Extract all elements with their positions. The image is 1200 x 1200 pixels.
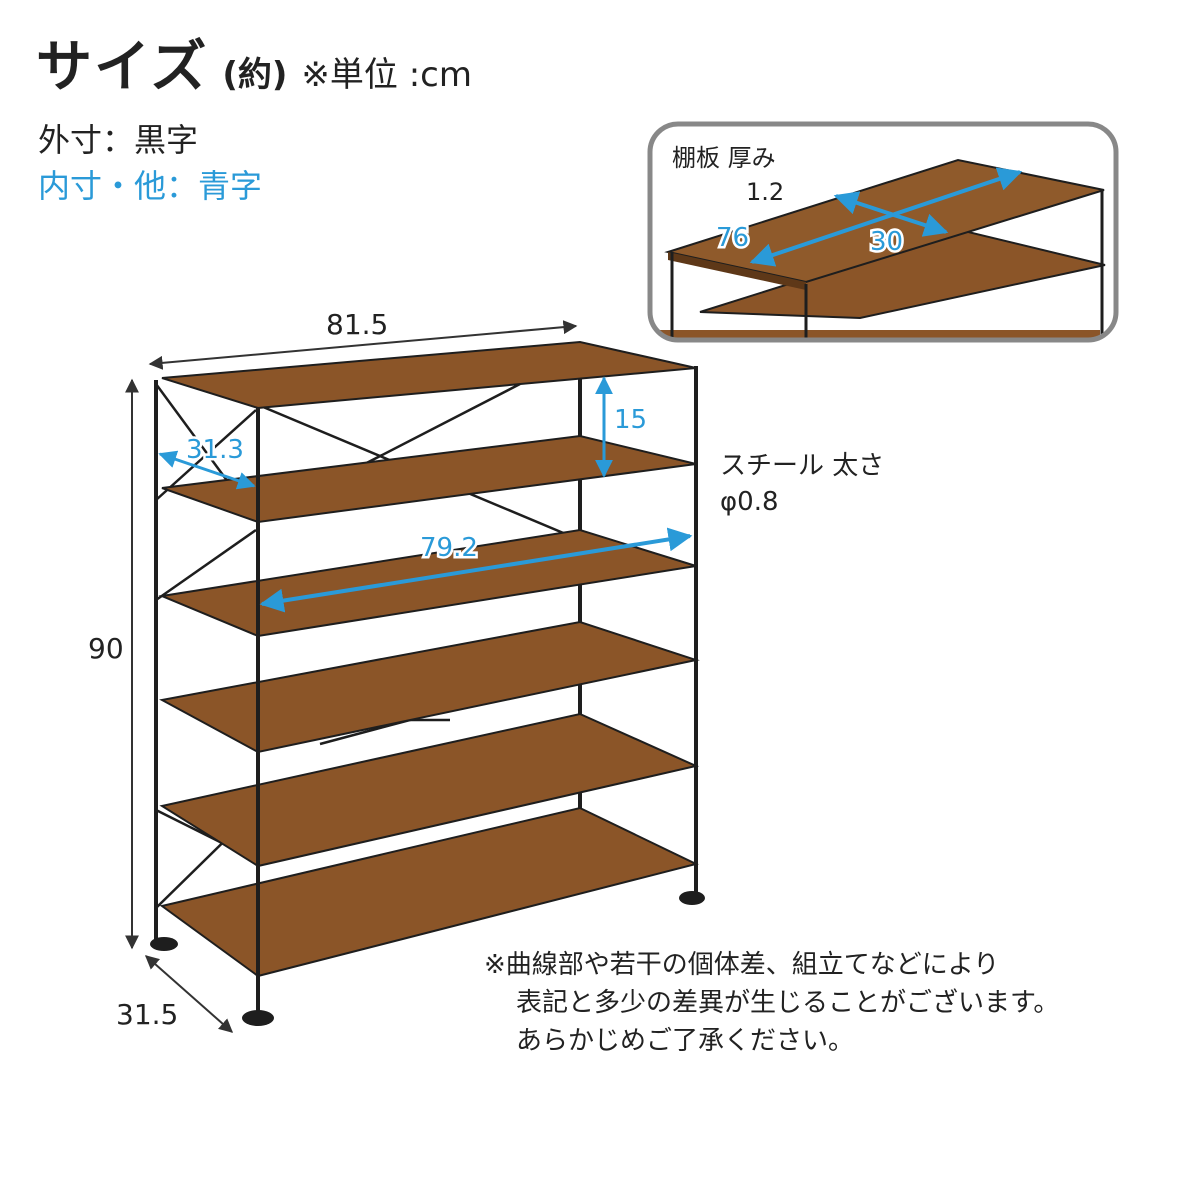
disclaimer-note: ※曲線部や若干の個体差、組立てなどにより 表記と多少の差異が生じることがございま… (484, 946, 1059, 1060)
note-line-3: あらかじめご了承ください。 (516, 1026, 855, 1056)
dim-height-label: 90 (88, 632, 124, 665)
inset-label-line2: 1.2 (746, 178, 784, 206)
dim-depth-label: 31.5 (116, 998, 178, 1031)
inset-panel: 棚板 厚み 1.2 76 30 (647, 121, 1119, 343)
foot (242, 1010, 274, 1026)
legend-inner: 内寸・他：青字 (38, 167, 263, 205)
inset-border (647, 121, 1119, 343)
dim-arrow-depth (144, 955, 234, 1033)
inset-board-width: 76 (716, 223, 749, 253)
dim-arrow-inner-depth (158, 450, 256, 490)
foot (150, 937, 178, 951)
inset-shelf-3 (660, 330, 1100, 340)
page-title: サイズ (約) ※単位 :cm (36, 22, 472, 100)
dim-arrow-width (148, 320, 578, 370)
title-unit: ※単位 :cm (301, 55, 472, 95)
material-label: スチール 太さ (720, 451, 884, 481)
dim-inner-depth-label: 31.3 (186, 435, 244, 465)
legend-outer: 外寸：黒字 (38, 121, 199, 159)
note-line-2: 表記と多少の差異が生じることがございます。 (516, 988, 1060, 1018)
title-paren: (約) (222, 55, 288, 95)
inset-label-line1: 棚板 厚み (672, 144, 776, 172)
inset-arrow-depth (833, 191, 949, 237)
dim-width-label: 81.5 (326, 308, 388, 341)
title-main: サイズ (36, 35, 209, 100)
dim-arrow-inner-width (259, 527, 693, 613)
dim-inner-width-label: 79.2 (420, 533, 478, 563)
dim-shelf-gap-label: 15 (614, 405, 647, 435)
side-brace (155, 528, 257, 602)
material-value: φ0.8 (720, 487, 779, 517)
foot (679, 891, 705, 905)
inset-board-depth: 30 (870, 227, 903, 257)
shelf-board-1 (161, 340, 697, 410)
note-line-1: ※曲線部や若干の個体差、組立てなどにより (484, 950, 1000, 980)
